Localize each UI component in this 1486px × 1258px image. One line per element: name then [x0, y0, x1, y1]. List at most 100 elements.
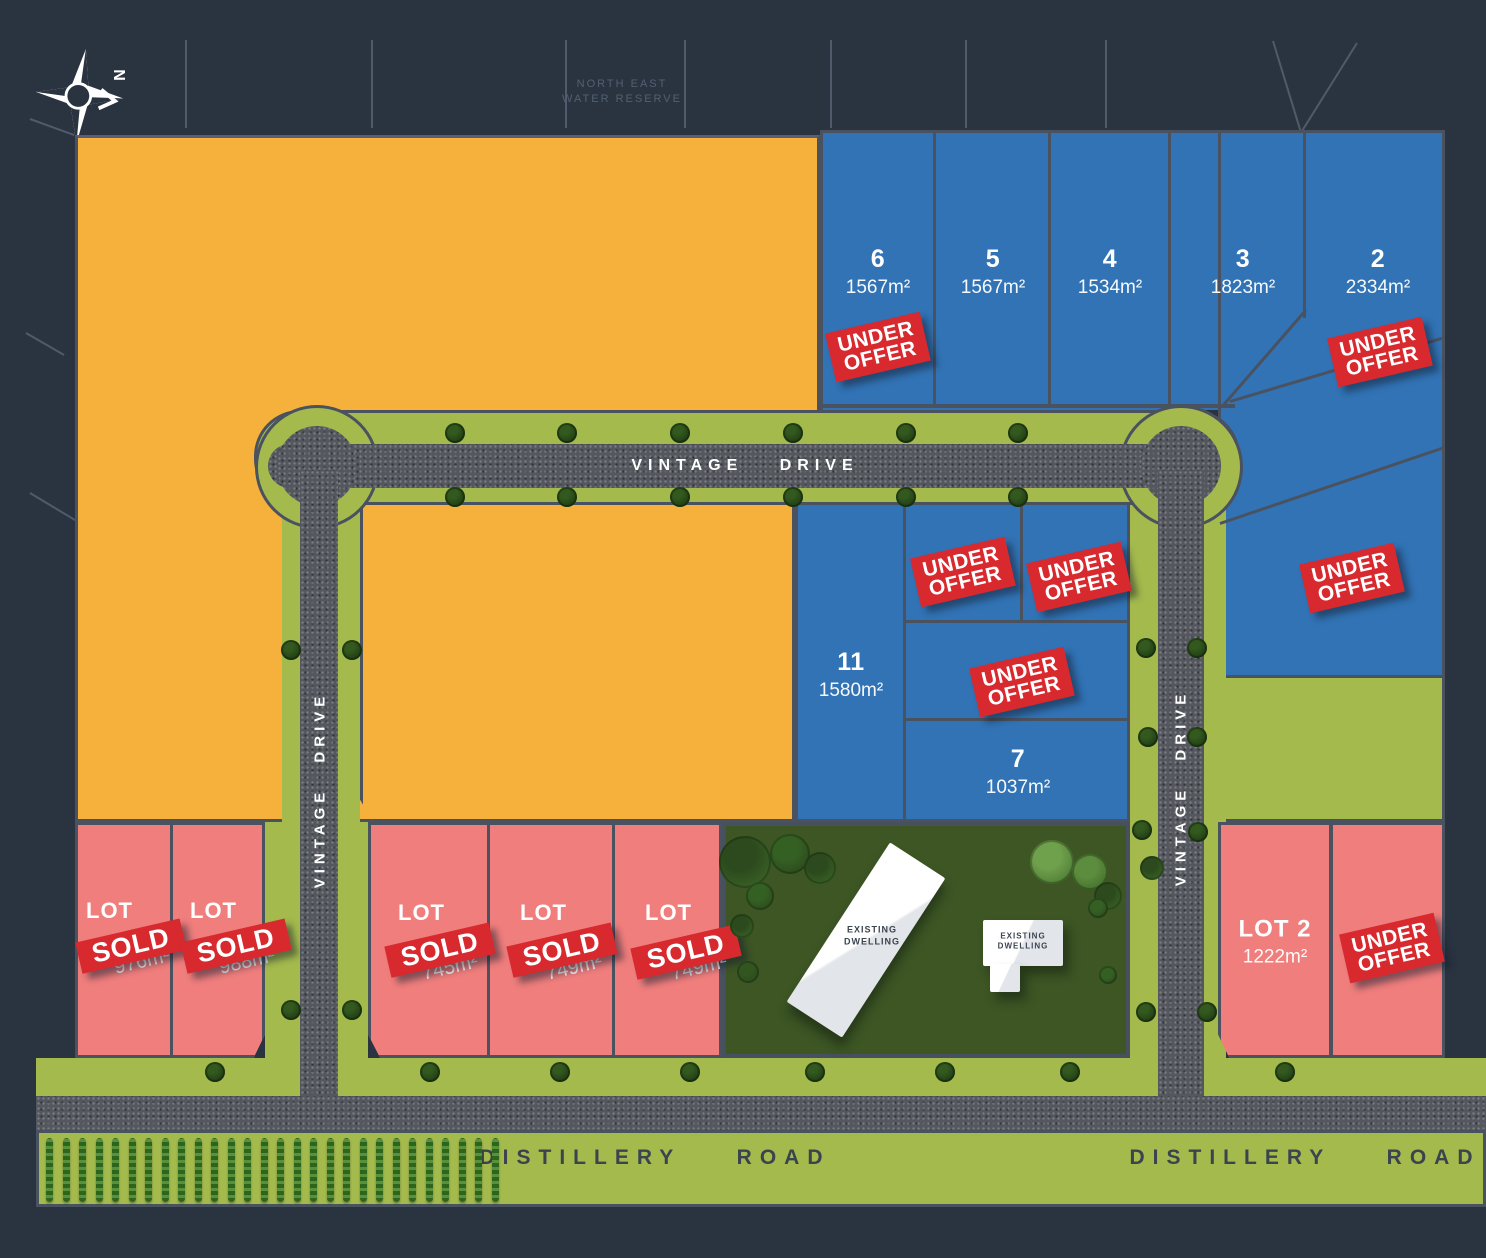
- tree-icon: [1138, 727, 1158, 747]
- lot-boundary: [1303, 133, 1306, 318]
- survey-line: [25, 332, 65, 356]
- tree-icon: [557, 487, 577, 507]
- survey-line: [1105, 40, 1107, 128]
- vineyard-row-icon: [79, 1138, 86, 1202]
- tree-icon: [1275, 1062, 1295, 1082]
- lot-boundary: [933, 133, 936, 405]
- bush-icon: [746, 882, 774, 910]
- road-verge: [36, 1058, 1486, 1098]
- tree-icon: [342, 640, 362, 660]
- survey-line: [965, 40, 967, 128]
- vineyard-row-icon: [95, 1138, 103, 1202]
- vineyard-row-icon: [491, 1138, 499, 1202]
- vineyard-row-icon: [46, 1138, 53, 1202]
- bush-icon: [804, 852, 836, 884]
- survey-line: [565, 40, 567, 128]
- tree-icon: [896, 487, 916, 507]
- tree-icon: [670, 487, 690, 507]
- road-vintage-top: [268, 444, 1216, 488]
- survey-line: [29, 492, 77, 522]
- tree-icon: [1188, 822, 1208, 842]
- lot-boundary: [1020, 505, 1023, 623]
- tree-icon: [1197, 1002, 1217, 1022]
- lot-boundary: [903, 505, 906, 819]
- road-distillery: [36, 1096, 1486, 1132]
- tree-icon: [445, 423, 465, 443]
- vineyard-row-icon: [277, 1138, 284, 1202]
- vineyard-row-icon: [326, 1138, 334, 1202]
- lot-large-inner: [360, 502, 795, 822]
- vineyard-row-icon: [359, 1138, 367, 1202]
- lot-boundary: [905, 620, 1127, 623]
- tree-icon: [1008, 423, 1028, 443]
- street-label-vintage-west: VINTAGE DRIVE: [311, 691, 329, 889]
- lot-word: LOT: [190, 898, 237, 923]
- vineyard-row-icon: [409, 1138, 416, 1202]
- tree-icon: [281, 1000, 301, 1020]
- vineyard-row-icon: [376, 1138, 383, 1202]
- vineyard-row-icon: [392, 1138, 400, 1202]
- lot-word: LOT: [86, 898, 133, 923]
- tree-icon: [1008, 487, 1028, 507]
- vineyard-row-icon: [425, 1138, 433, 1202]
- tree-icon: [420, 1062, 440, 1082]
- bush-icon: [1088, 898, 1108, 918]
- lot-word: LOT: [398, 900, 445, 925]
- dwelling-building-2-wing: [990, 964, 1020, 992]
- tree-icon: [550, 1062, 570, 1082]
- lot-word: LOT: [520, 900, 567, 925]
- tree-icon: [1132, 820, 1152, 840]
- road-vintage-east: [1158, 470, 1204, 1100]
- lot-word: LOT: [645, 900, 692, 925]
- tree-icon: [680, 1062, 700, 1082]
- vineyard-row-icon: [227, 1138, 235, 1202]
- vineyard-row-icon: [194, 1138, 202, 1202]
- vineyard-row-icon: [244, 1138, 251, 1202]
- tree-icon: [670, 423, 690, 443]
- vineyard-row-icon: [211, 1138, 218, 1202]
- tree-icon: [935, 1062, 955, 1082]
- bush-icon: [719, 836, 771, 888]
- vineyard-row-icon: [442, 1138, 449, 1202]
- vineyard-row-icon: [293, 1138, 301, 1202]
- tree-icon: [1136, 1002, 1156, 1022]
- tree-icon: [896, 423, 916, 443]
- vineyard-row-icon: [112, 1138, 119, 1202]
- survey-line: [830, 40, 832, 128]
- street-label-vintage-top: VINTAGE DRIVE: [631, 457, 859, 474]
- tree-icon: [1187, 727, 1207, 747]
- tree-icon: [342, 1000, 362, 1020]
- tree-icon: [805, 1062, 825, 1082]
- survey-line: [1272, 40, 1302, 132]
- compass-icon: [35, 48, 124, 144]
- vineyard-row-icon: [178, 1138, 185, 1202]
- survey-line: [185, 40, 187, 128]
- vineyard-row-icon: [310, 1138, 317, 1202]
- vineyard-row-icon: [62, 1138, 70, 1202]
- vineyard-row-icon: [458, 1138, 466, 1202]
- road-vintage-west: [300, 470, 338, 1100]
- street-label-distillery-west: DISTILLERY ROAD: [479, 1146, 831, 1169]
- bush-icon: [730, 914, 754, 938]
- tree-icon: [281, 640, 301, 660]
- tree-icon: [205, 1062, 225, 1082]
- vineyard-row-icon: [145, 1138, 152, 1202]
- survey-line: [371, 40, 373, 128]
- tree-icon: [445, 487, 465, 507]
- vineyard-row-icon: [475, 1138, 482, 1202]
- survey-line: [684, 40, 686, 128]
- bush-icon: [770, 834, 810, 874]
- bush-icon: [1030, 840, 1074, 884]
- vineyard-row-icon: [128, 1138, 136, 1202]
- bush-icon: [1099, 966, 1117, 984]
- tree-icon: [1060, 1062, 1080, 1082]
